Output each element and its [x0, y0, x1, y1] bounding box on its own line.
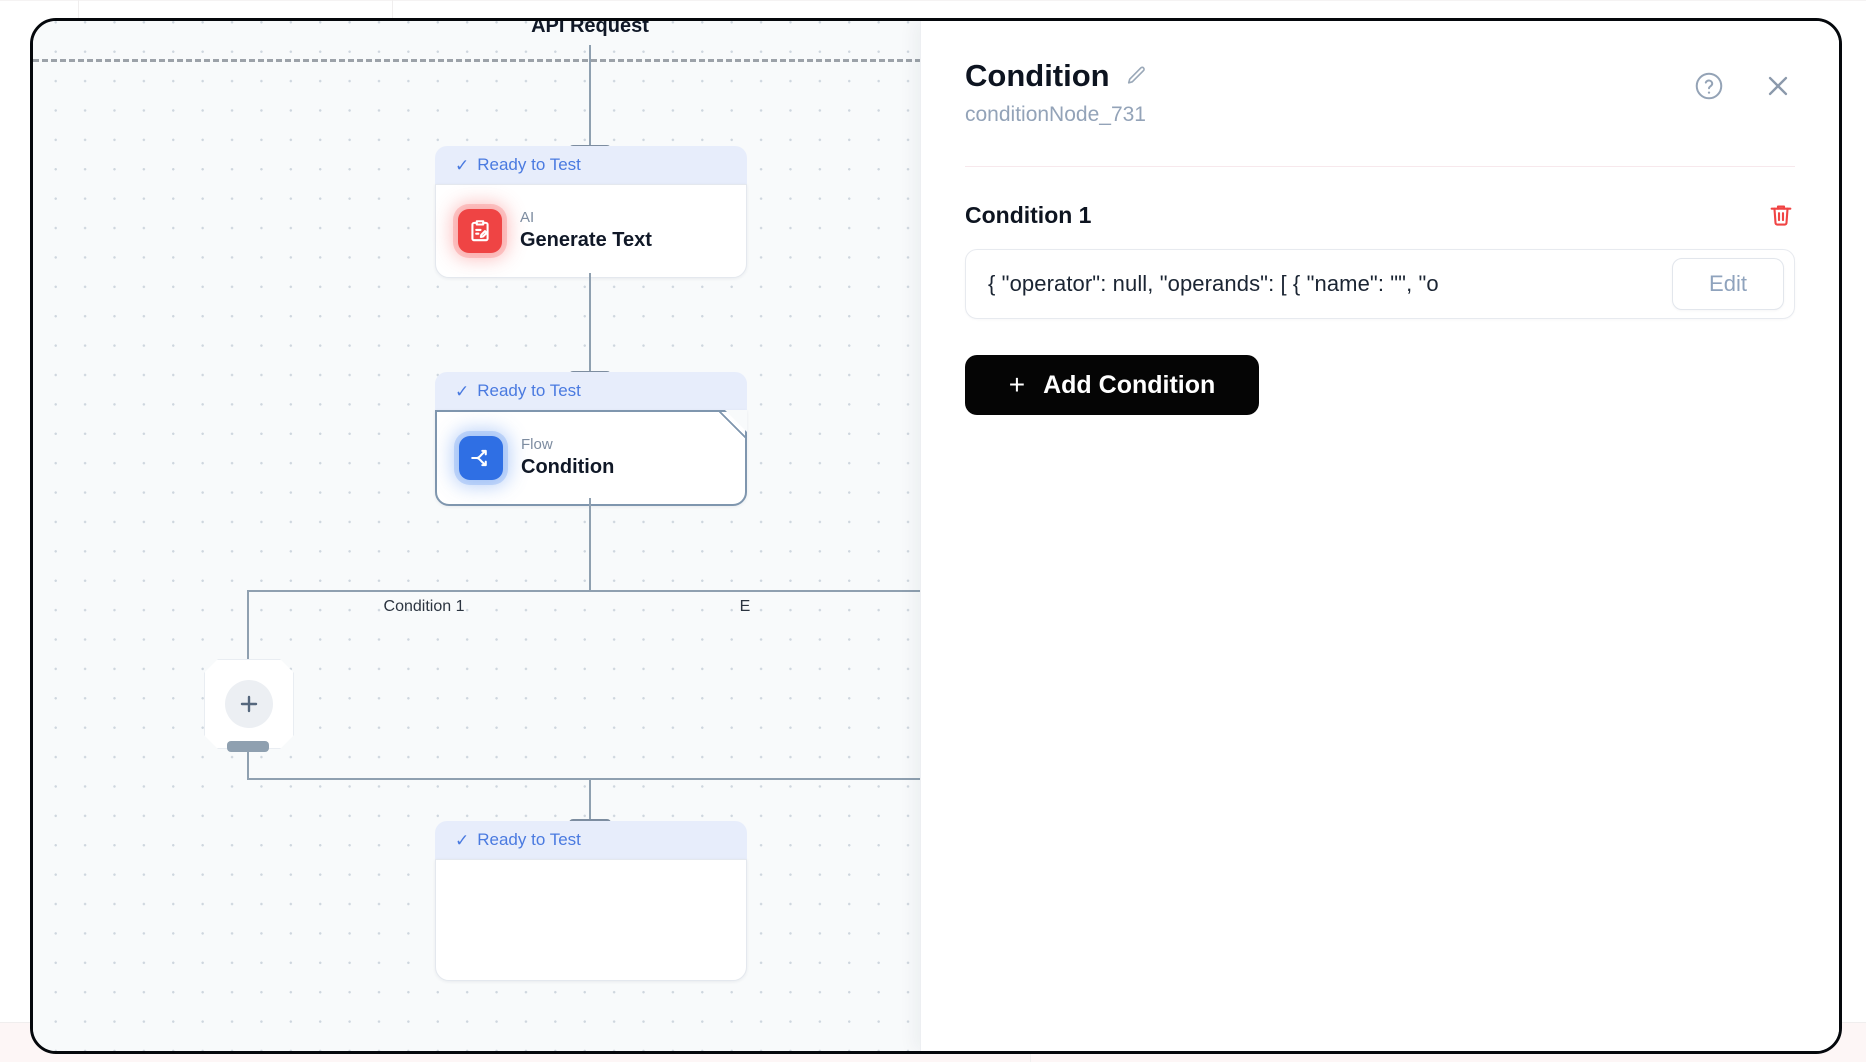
flow-branch-icon	[459, 436, 503, 480]
edge-label-condition-1: Condition 1	[383, 598, 465, 615]
node-generate-text[interactable]: ✓ Ready to Test AI	[435, 146, 747, 278]
node-category-generate-text: AI	[520, 208, 535, 226]
edge-plus-down	[247, 749, 249, 779]
node-title-generate-text: Generate Text	[520, 229, 652, 252]
edge-api-to-generate	[589, 45, 591, 167]
node-card-condition[interactable]: Flow Condition	[435, 410, 747, 506]
panel-header: Condition conditionNode_731	[921, 21, 1839, 126]
node-title-api-request: API Request	[531, 18, 649, 37]
node-category-condition: Flow	[521, 435, 553, 453]
node-condition[interactable]: ✓ Ready to Test Flow Condi	[435, 372, 747, 506]
node-title-condition: Condition	[521, 456, 615, 479]
close-icon[interactable]	[1761, 69, 1795, 103]
check-icon: ✓	[455, 155, 470, 175]
edge-merge-to-next	[589, 778, 591, 826]
check-icon: ✓	[455, 830, 470, 850]
panel-body: Condition 1 { "operator": null, "operand…	[921, 167, 1839, 416]
node-status-label: Ready to Test	[477, 155, 581, 174]
node-downstream[interactable]: ✓ Ready to Test	[435, 821, 747, 981]
edge-branch-left-down	[247, 590, 249, 670]
condition-value-field[interactable]: { "operator": null, "operands": [ { "nam…	[965, 249, 1795, 320]
node-card-downstream[interactable]	[435, 859, 747, 981]
plus-icon[interactable]	[225, 680, 273, 728]
node-status-label: Ready to Test	[477, 830, 581, 849]
node-status-condition: ✓ Ready to Test	[435, 372, 747, 410]
condition-label: Condition 1	[965, 201, 1092, 228]
connector-handle-plus-out[interactable]	[227, 741, 269, 752]
edge-label-else: E	[739, 598, 751, 615]
backdrop-line-2	[392, 0, 393, 32]
node-status-downstream: ✓ Ready to Test	[435, 821, 747, 859]
node-status-label: Ready to Test	[477, 381, 581, 400]
edge-merge-bus	[247, 778, 1557, 780]
app-window-frame: API Request ✓ Ready to Test	[30, 18, 1842, 1054]
add-condition-label: Add Condition	[1043, 370, 1216, 399]
add-condition-button[interactable]: + Add Condition	[965, 355, 1259, 416]
backdrop-line-1	[78, 0, 79, 32]
plus-icon: +	[1008, 369, 1026, 401]
edge-generate-to-condition	[589, 273, 591, 395]
trash-icon[interactable]	[1767, 201, 1795, 229]
edge-condition-out	[589, 498, 591, 591]
panel-divider	[965, 166, 1795, 168]
condition-value-text: { "operator": null, "operands": [ { "nam…	[988, 271, 1439, 297]
backdrop-top-line	[0, 0, 1866, 1]
condition-header-row: Condition 1	[965, 201, 1795, 229]
node-id-label: conditionNode_731	[965, 103, 1146, 127]
pencil-icon[interactable]	[1124, 64, 1148, 88]
check-icon: ✓	[455, 381, 470, 401]
edge-branch-bus	[247, 590, 1557, 592]
help-circle-icon[interactable]	[1693, 70, 1725, 102]
add-node-placeholder[interactable]	[204, 659, 294, 749]
node-settings-panel: Condition conditionNode_731	[920, 21, 1839, 1051]
node-card-generate-text[interactable]: AI Generate Text	[435, 184, 747, 278]
edit-button[interactable]: Edit	[1672, 258, 1784, 311]
node-status-generate-text: ✓ Ready to Test	[435, 146, 747, 184]
ai-clipboard-pencil-icon	[458, 209, 502, 253]
page-title: Condition	[965, 58, 1110, 93]
